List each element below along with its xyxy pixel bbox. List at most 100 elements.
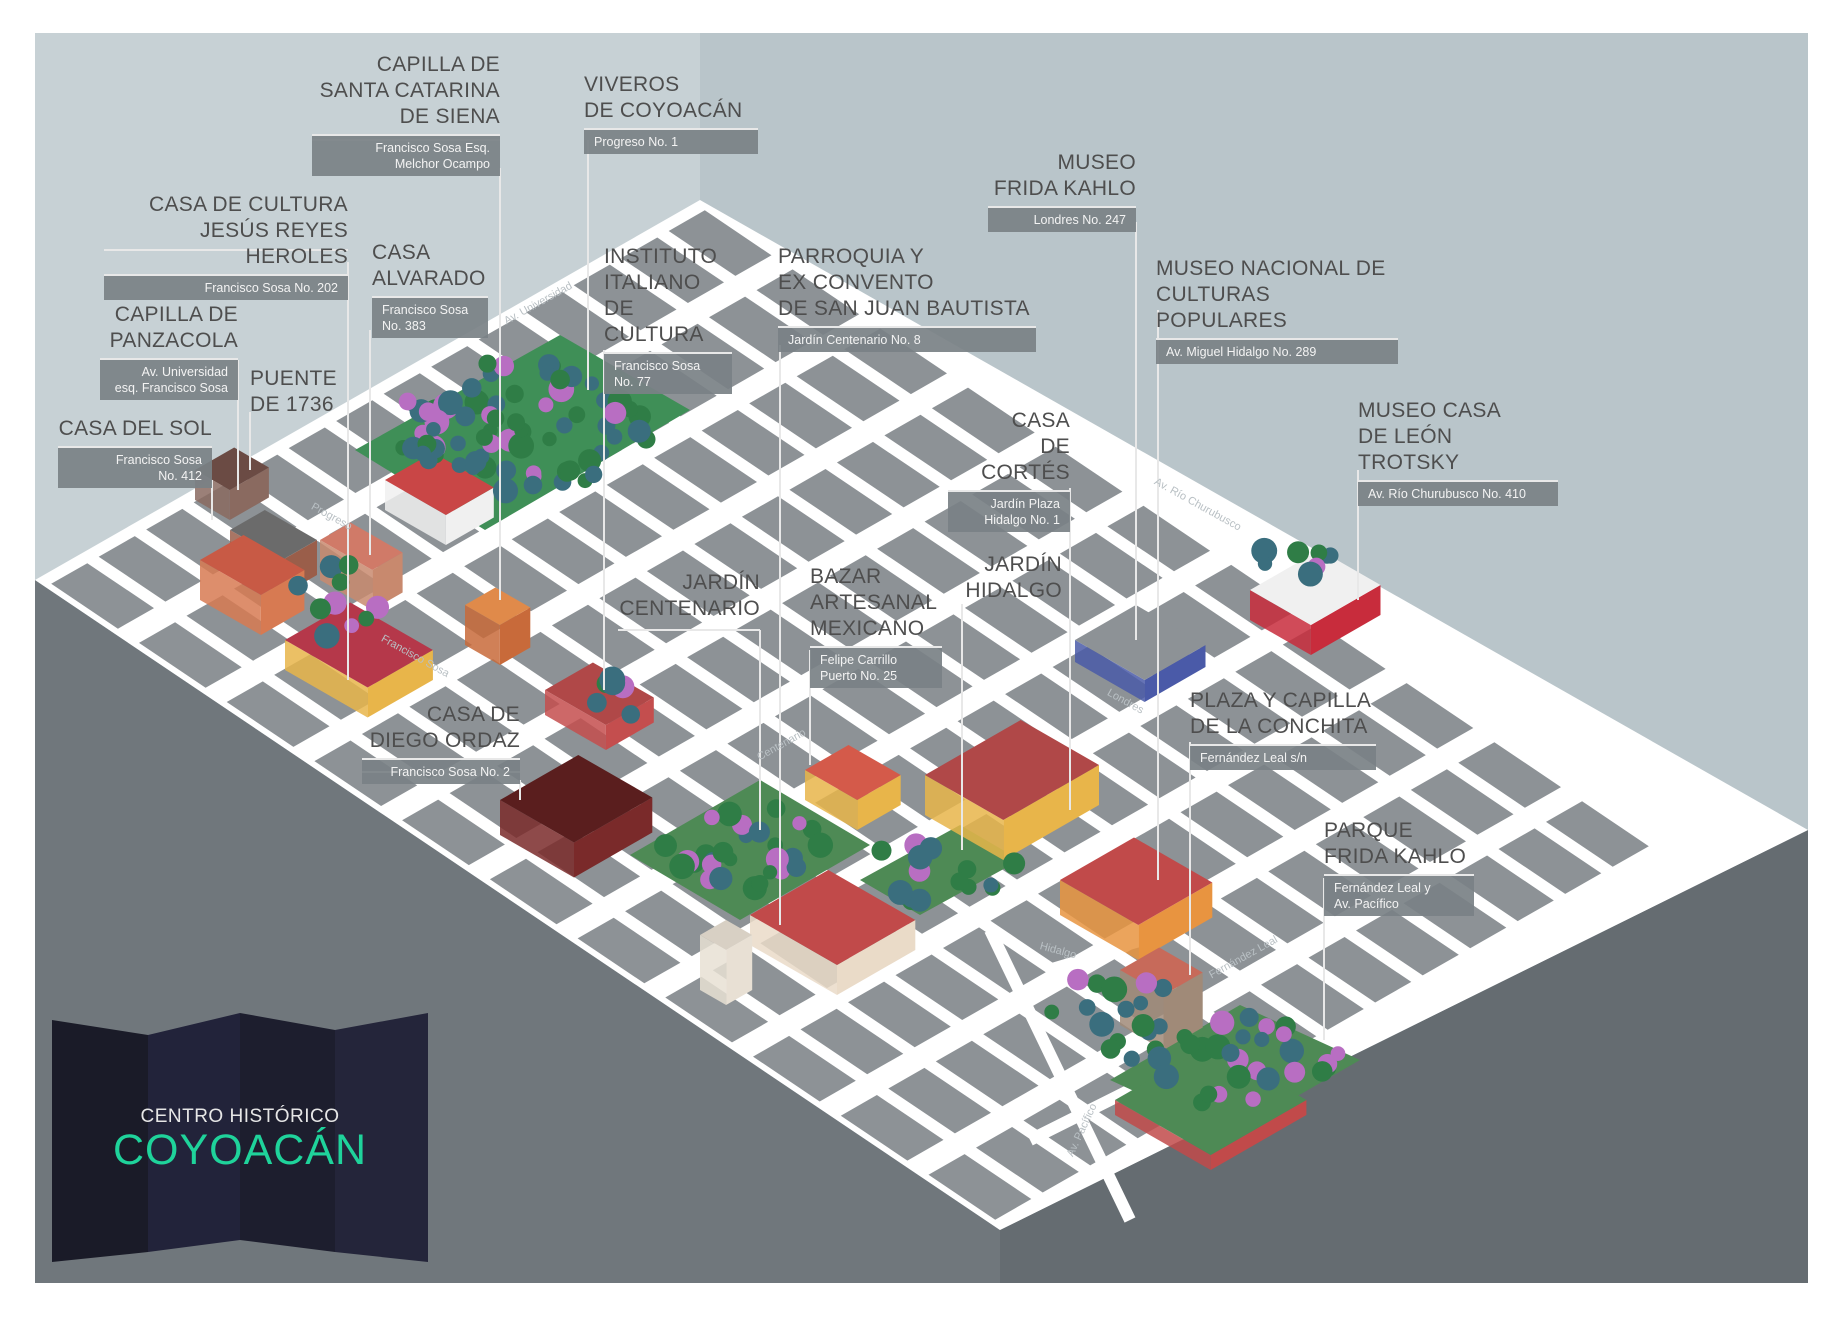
tree-crown: [604, 401, 627, 425]
city-block: [829, 555, 933, 621]
building-roof: [1060, 837, 1213, 925]
building-roof: [1250, 550, 1381, 625]
city-block: [186, 595, 290, 661]
city-block: [687, 636, 790, 703]
tree: [871, 840, 892, 861]
tree-crown: [1089, 1011, 1115, 1037]
label-address: Jardín Centenario No. 8: [778, 326, 1036, 352]
city-block: [1546, 801, 1649, 867]
tree-crown: [871, 840, 892, 861]
label-name: PUENTE DE 1736: [250, 367, 337, 416]
city-block: [1030, 986, 1134, 1052]
tree: [414, 445, 431, 462]
city-block: [1363, 796, 1466, 862]
label-jardin-hidalgo: JARDÍN HIDALGO: [958, 552, 1062, 604]
tree: [288, 575, 308, 596]
tree-crown: [475, 428, 493, 446]
building-wall-left: [385, 480, 446, 545]
tree-crown: [669, 853, 695, 880]
city-block: [1235, 651, 1339, 717]
tree: [786, 857, 807, 878]
tree: [465, 450, 487, 473]
tree-crown: [523, 475, 543, 495]
tree-crown: [1251, 537, 1278, 564]
title-main: COYOACÁN: [112, 1126, 368, 1174]
building-wall-left: [500, 800, 574, 878]
building-museo-trotsky: [1250, 550, 1381, 655]
tree-crown: [507, 413, 525, 432]
building-wall-left: [925, 775, 1004, 860]
tree-crown: [1067, 968, 1089, 991]
city-block: [1147, 592, 1251, 658]
city-block: [928, 1154, 1032, 1220]
tree-crown: [556, 417, 573, 434]
building-wall-right: [857, 775, 901, 830]
label-name: CAPILLA DE PANZACOLA: [109, 303, 238, 352]
tree-crown: [587, 692, 607, 713]
tree-crown: [455, 406, 476, 427]
building-roof: [805, 745, 901, 800]
label-museo-frida: MUSEO FRIDA KAHLO Londres No. 247: [988, 150, 1136, 232]
tree: [1133, 995, 1149, 1011]
tree-crown: [505, 384, 524, 404]
tree-crown: [762, 865, 778, 880]
building-wall-left: [805, 770, 858, 830]
city-block: [526, 291, 629, 358]
tree: [1235, 1029, 1251, 1045]
label-name: CASA DE DIEGO ORDAZ: [369, 703, 520, 752]
tree: [1153, 1063, 1179, 1090]
tree-crown: [1100, 1038, 1121, 1059]
tree-crown: [1279, 1038, 1305, 1064]
building-museo-frida: [1075, 605, 1206, 702]
tree-crown: [919, 837, 943, 860]
label-name: MUSEO NACIONAL DE CULTURAS POPULARES: [1156, 257, 1386, 332]
tree-crown: [765, 847, 789, 871]
tree: [556, 417, 573, 434]
tree: [807, 832, 834, 858]
label-parroquia: PARROQUIA Y EX CONVENTO DE SAN JUAN BAUT…: [778, 244, 1036, 352]
city-block: [895, 954, 999, 1020]
label-name: CASA DE CORTÉS: [981, 409, 1070, 484]
tree: [1101, 976, 1128, 1003]
city-block: [409, 686, 513, 752]
tree-crown: [1297, 561, 1323, 587]
tree-crown: [462, 378, 482, 398]
tree: [950, 872, 969, 891]
building-roof: [385, 452, 494, 515]
city-block: [774, 695, 878, 762]
building-roof: [1075, 605, 1206, 680]
tree-crown: [492, 478, 519, 504]
tree-crown: [1210, 1010, 1235, 1035]
tree-crown: [1044, 1004, 1060, 1020]
tree: [751, 874, 769, 893]
tree: [358, 610, 375, 627]
tree-crown: [1310, 544, 1328, 562]
tree: [1153, 978, 1173, 998]
tree-crown: [542, 431, 557, 447]
label-address: Felipe Carrillo Puerto No. 25: [810, 646, 942, 688]
city-block: [402, 799, 505, 866]
tree-crown: [1180, 1034, 1201, 1055]
city-block: [848, 981, 951, 1048]
building-roof: [465, 587, 531, 625]
label-address: Francisco Sosa No. 77: [604, 352, 732, 394]
tree: [568, 406, 586, 424]
tree: [1279, 1038, 1305, 1064]
tree: [621, 705, 641, 724]
tree-crown: [496, 460, 517, 481]
tree-crown: [1256, 1067, 1280, 1091]
tree-crown: [704, 809, 720, 826]
city-block: [1315, 823, 1419, 890]
city-block: [727, 722, 831, 789]
tree-crown: [1221, 1043, 1240, 1062]
tree: [1258, 1018, 1275, 1035]
building-wall-right: [445, 487, 494, 545]
tree-crown: [1153, 1063, 1179, 1090]
tree-crown: [437, 390, 463, 416]
tree: [1089, 1011, 1115, 1037]
tree-crown: [584, 376, 599, 391]
label-jardin-centenario: JARDÍN CENTENARIO: [618, 570, 760, 622]
tree: [437, 390, 463, 416]
tree-crown: [508, 432, 535, 459]
label-viveros: VIVEROS DE COYOACÁN Progreso No. 1: [584, 72, 758, 154]
